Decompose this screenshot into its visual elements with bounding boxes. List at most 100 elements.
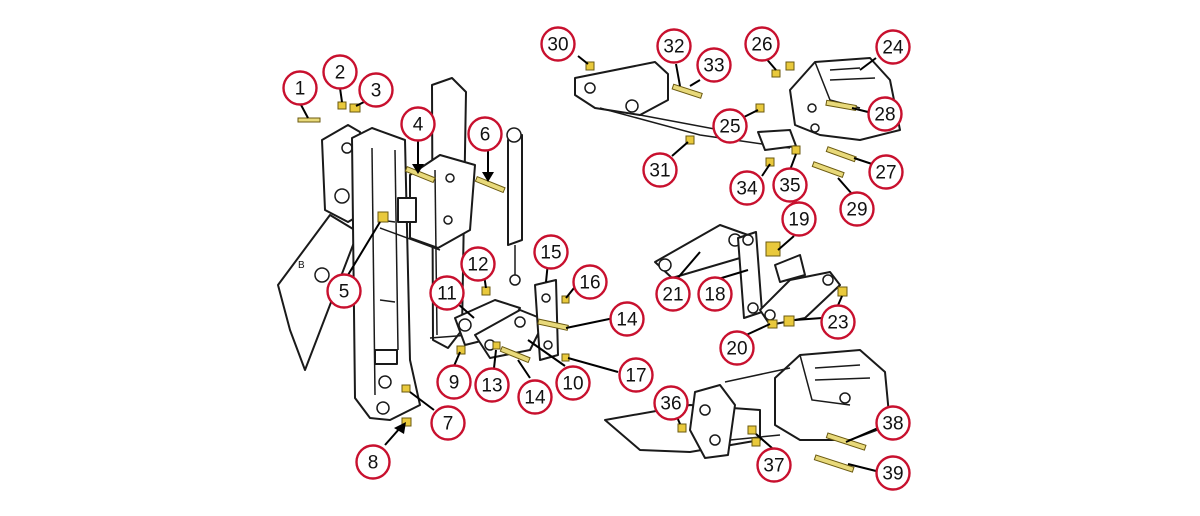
callout-34: 34: [729, 170, 765, 206]
arrowhead-6: [482, 172, 494, 182]
callout-11: 11: [429, 275, 465, 311]
callout-31: 31: [642, 152, 678, 188]
callout-number: 18: [704, 285, 725, 306]
callout-circle: [322, 54, 358, 90]
callout-circle: [875, 405, 911, 441]
callout-number: 1: [295, 79, 306, 100]
callout-1: 1: [282, 70, 318, 106]
callout-circle: [744, 26, 780, 62]
callout-9: 9: [436, 364, 472, 400]
callout-12: 12: [460, 246, 496, 282]
callout-circle: [875, 455, 911, 491]
callout-number: 36: [660, 394, 681, 415]
callout-23: 23: [820, 304, 856, 340]
arrowhead-4: [412, 164, 424, 174]
callout-number: 11: [437, 284, 457, 305]
callout-circle: [867, 96, 903, 132]
callout-number: 20: [726, 339, 747, 360]
callout-2: 2: [322, 54, 358, 90]
callout-circle: [355, 444, 391, 480]
arrowhead-8: [394, 422, 406, 434]
callout-30: 30: [540, 26, 576, 62]
callout-number: 14: [616, 310, 638, 331]
callout-circle: [282, 70, 318, 106]
callout-number: 16: [579, 273, 600, 294]
callout-circle: [756, 447, 792, 483]
callout-14: 14: [609, 301, 645, 337]
callout-number: 9: [449, 373, 460, 394]
callout-number: 19: [788, 210, 809, 231]
callout-number: 4: [413, 115, 424, 136]
callout-33: 33: [696, 47, 732, 83]
callout-17: 17: [618, 357, 654, 393]
callout-19: 19: [781, 201, 817, 237]
callout-16: 16: [572, 264, 608, 300]
callout-number: 31: [649, 161, 670, 182]
callout-circle: [609, 301, 645, 337]
callout-6: 6: [467, 116, 503, 152]
callout-4: 4: [400, 106, 436, 142]
callout-number: 12: [467, 255, 488, 276]
callout-21: 21: [655, 276, 691, 312]
callout-circle: [781, 201, 817, 237]
callout-circle: [555, 365, 591, 401]
callout-number: 25: [719, 117, 740, 138]
callout-circle: [875, 29, 911, 65]
callout-number: 24: [882, 38, 904, 59]
callout-15: 15: [533, 234, 569, 270]
callout-number: 33: [703, 56, 724, 77]
callout-circle: [572, 264, 608, 300]
callout-circle: [326, 273, 362, 309]
link-18: [737, 231, 763, 319]
callout-circle: [729, 170, 765, 206]
callout-5: 5: [326, 273, 362, 309]
hardware: [297, 61, 867, 473]
callout-number: 29: [846, 200, 867, 221]
callout-circle: [436, 364, 472, 400]
callout-number: 10: [562, 374, 583, 395]
callout-7: 7: [430, 405, 466, 441]
callout-circle: [642, 152, 678, 188]
callout-number: 17: [625, 366, 646, 387]
callout-circle: [820, 304, 856, 340]
callout-circle: [540, 26, 576, 62]
callout-37: 37: [756, 447, 792, 483]
callout-number: 6: [480, 125, 491, 146]
callout-26: 26: [744, 26, 780, 62]
callout-number: 28: [874, 105, 895, 126]
callout-circle: [358, 72, 394, 108]
callout-number: 8: [368, 453, 379, 474]
bracket-15: [534, 279, 559, 361]
swing-frame: [321, 124, 361, 223]
callout-number: 30: [547, 35, 568, 56]
callout-number: 26: [751, 35, 772, 56]
callout-circle: [772, 167, 808, 203]
callout-circle: [400, 106, 436, 142]
callout-32: 32: [656, 28, 692, 64]
boom-marking: B: [298, 260, 305, 271]
callout-circle: [467, 116, 503, 152]
callout-number: 27: [875, 163, 896, 184]
callout-circle: [719, 330, 755, 366]
callout-circle: [474, 367, 510, 403]
callout-24: 24: [875, 29, 911, 65]
callout-circle: [868, 154, 904, 190]
boom: B: [277, 214, 359, 371]
callout-number: 35: [779, 176, 800, 197]
callout-18: 18: [697, 276, 733, 312]
callout-circle: [618, 357, 654, 393]
callout-circle: [696, 47, 732, 83]
lower-bucket: [774, 349, 891, 441]
callout-number: 38: [882, 414, 903, 435]
callout-circle: [533, 234, 569, 270]
callout-3: 3: [358, 72, 394, 108]
callout-number: 2: [335, 63, 346, 84]
callout-number: 21: [662, 285, 683, 306]
callout-circle: [430, 405, 466, 441]
callout-29: 29: [839, 191, 875, 227]
callout-number: 3: [371, 81, 382, 102]
callout-number: 34: [736, 179, 758, 200]
callout-number: 7: [443, 414, 454, 435]
